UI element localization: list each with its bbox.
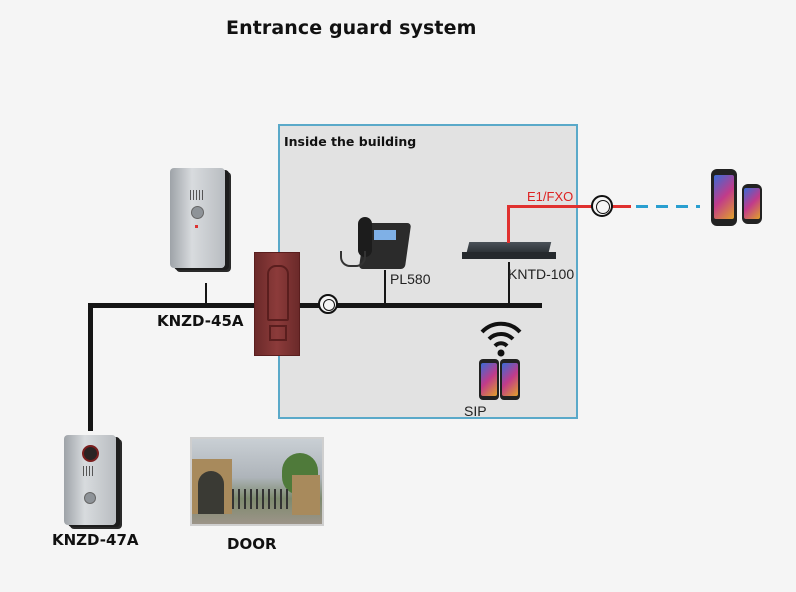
- gateway-kntd-100-device: [462, 242, 556, 262]
- intercom-knzd-45a-device: [170, 168, 225, 268]
- intercom-knzd-47a-device: [64, 435, 116, 525]
- bus-line-vertical-left: [88, 303, 93, 431]
- label-door: DOOR: [227, 535, 277, 553]
- connector-knzd45a: [205, 283, 207, 305]
- door-gate-photo: [190, 437, 324, 526]
- handset-icon: [358, 217, 372, 257]
- trunk-line-vertical: [507, 205, 510, 243]
- label-e1-fxo: E1/FXO: [527, 189, 574, 204]
- door-image: [254, 252, 300, 356]
- connector-kntd100: [508, 262, 510, 304]
- bus-line-horizontal: [88, 303, 542, 308]
- mobile-phone-large: [711, 169, 737, 226]
- door-lower-panel-icon: [269, 325, 287, 341]
- speaker-grille-icon: [190, 190, 204, 200]
- camera-icon: [82, 445, 99, 462]
- led-icon: [195, 225, 198, 228]
- lock-connector-icon: [318, 294, 338, 314]
- mobile-phone-small: [742, 184, 762, 224]
- trunk-line-horizontal: [507, 205, 631, 208]
- connector-pl580: [384, 270, 386, 304]
- building-zone: [278, 124, 578, 419]
- diagram-title: Entrance guard system: [226, 17, 477, 39]
- call-button-icon: [84, 492, 96, 504]
- label-knzd-47a: KNZD-47A: [52, 531, 139, 549]
- building-label: Inside the building: [284, 134, 417, 149]
- pstn-connector-icon: [591, 195, 613, 217]
- label-knzd-45a: KNZD-45A: [157, 312, 244, 330]
- speaker-grille-icon: [83, 466, 95, 476]
- phone-screen-icon: [374, 230, 396, 240]
- handset-cord-icon: [340, 251, 366, 267]
- call-button-icon: [191, 206, 204, 219]
- sip-phone-left: [479, 359, 499, 400]
- label-sip: SIP: [464, 403, 487, 419]
- ip-phone-pl580-device: [340, 215, 412, 271]
- label-kntd-100: KNTD-100: [508, 266, 575, 282]
- wireless-dash-line: [636, 205, 700, 208]
- wifi-icon: [479, 318, 523, 358]
- door-panel-icon: [267, 265, 289, 321]
- sip-phone-right: [500, 359, 520, 400]
- label-pl580: PL580: [390, 271, 431, 287]
